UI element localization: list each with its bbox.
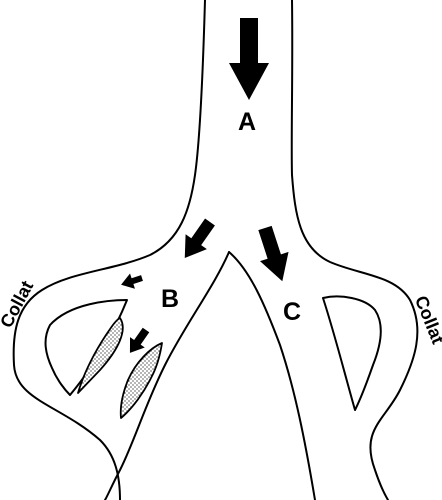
flow-arrow-b: [184, 218, 215, 259]
trunk-right-wall: [290, 0, 419, 500]
branch-inner-wall-c: [228, 251, 316, 500]
stenosis-plaque-lower: [119, 342, 163, 419]
trunk-left-wall: [12, 0, 206, 500]
collateral-loop-right: [322, 295, 382, 411]
flow-arrow-main-icon: [229, 18, 269, 100]
branch-inner-wall-b: [104, 251, 230, 500]
flow-arrow-stenosis: [129, 327, 150, 353]
flow-arrow-c-icon: [258, 225, 289, 282]
flow-arrow-collateral: [121, 273, 143, 289]
flow-arrow-c: [258, 225, 289, 282]
flow-arrow-main: [229, 18, 269, 100]
label-c: C: [283, 298, 301, 326]
label-a: A: [238, 108, 256, 136]
flow-arrow-collateral-icon: [121, 273, 143, 289]
flow-arrow-stenosis-icon: [129, 327, 150, 353]
flow-arrow-b-icon: [184, 218, 215, 259]
stenosis-plaque-upper: [77, 317, 124, 394]
label-b: B: [161, 285, 179, 313]
collat-label-left: Collat: [0, 277, 37, 331]
